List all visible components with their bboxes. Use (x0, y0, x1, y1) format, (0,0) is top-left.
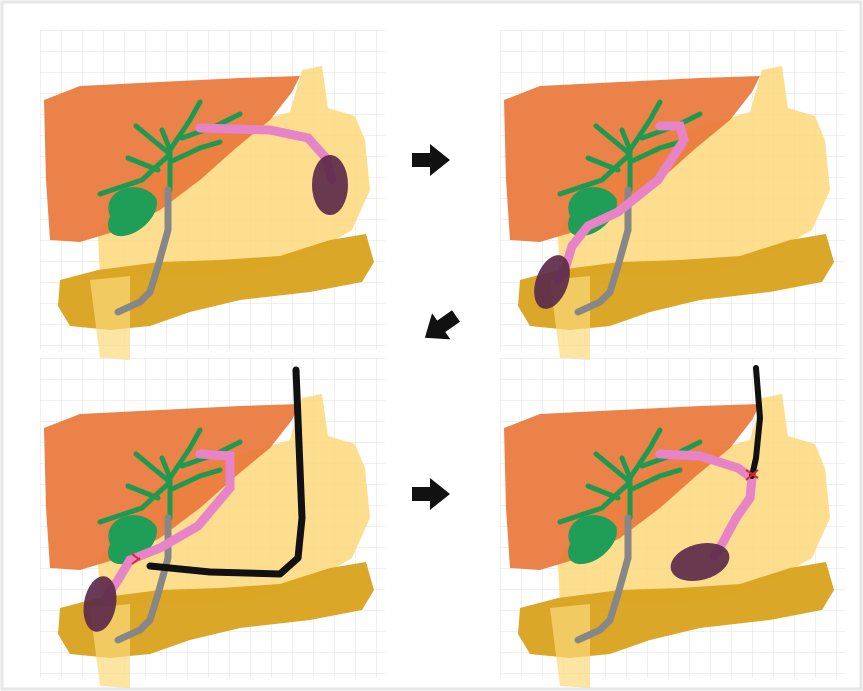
panel-2 (500, 30, 845, 360)
panel-4 (500, 358, 845, 688)
panel-3 (40, 358, 385, 688)
cyst (312, 155, 348, 215)
panel-1 (40, 30, 385, 360)
